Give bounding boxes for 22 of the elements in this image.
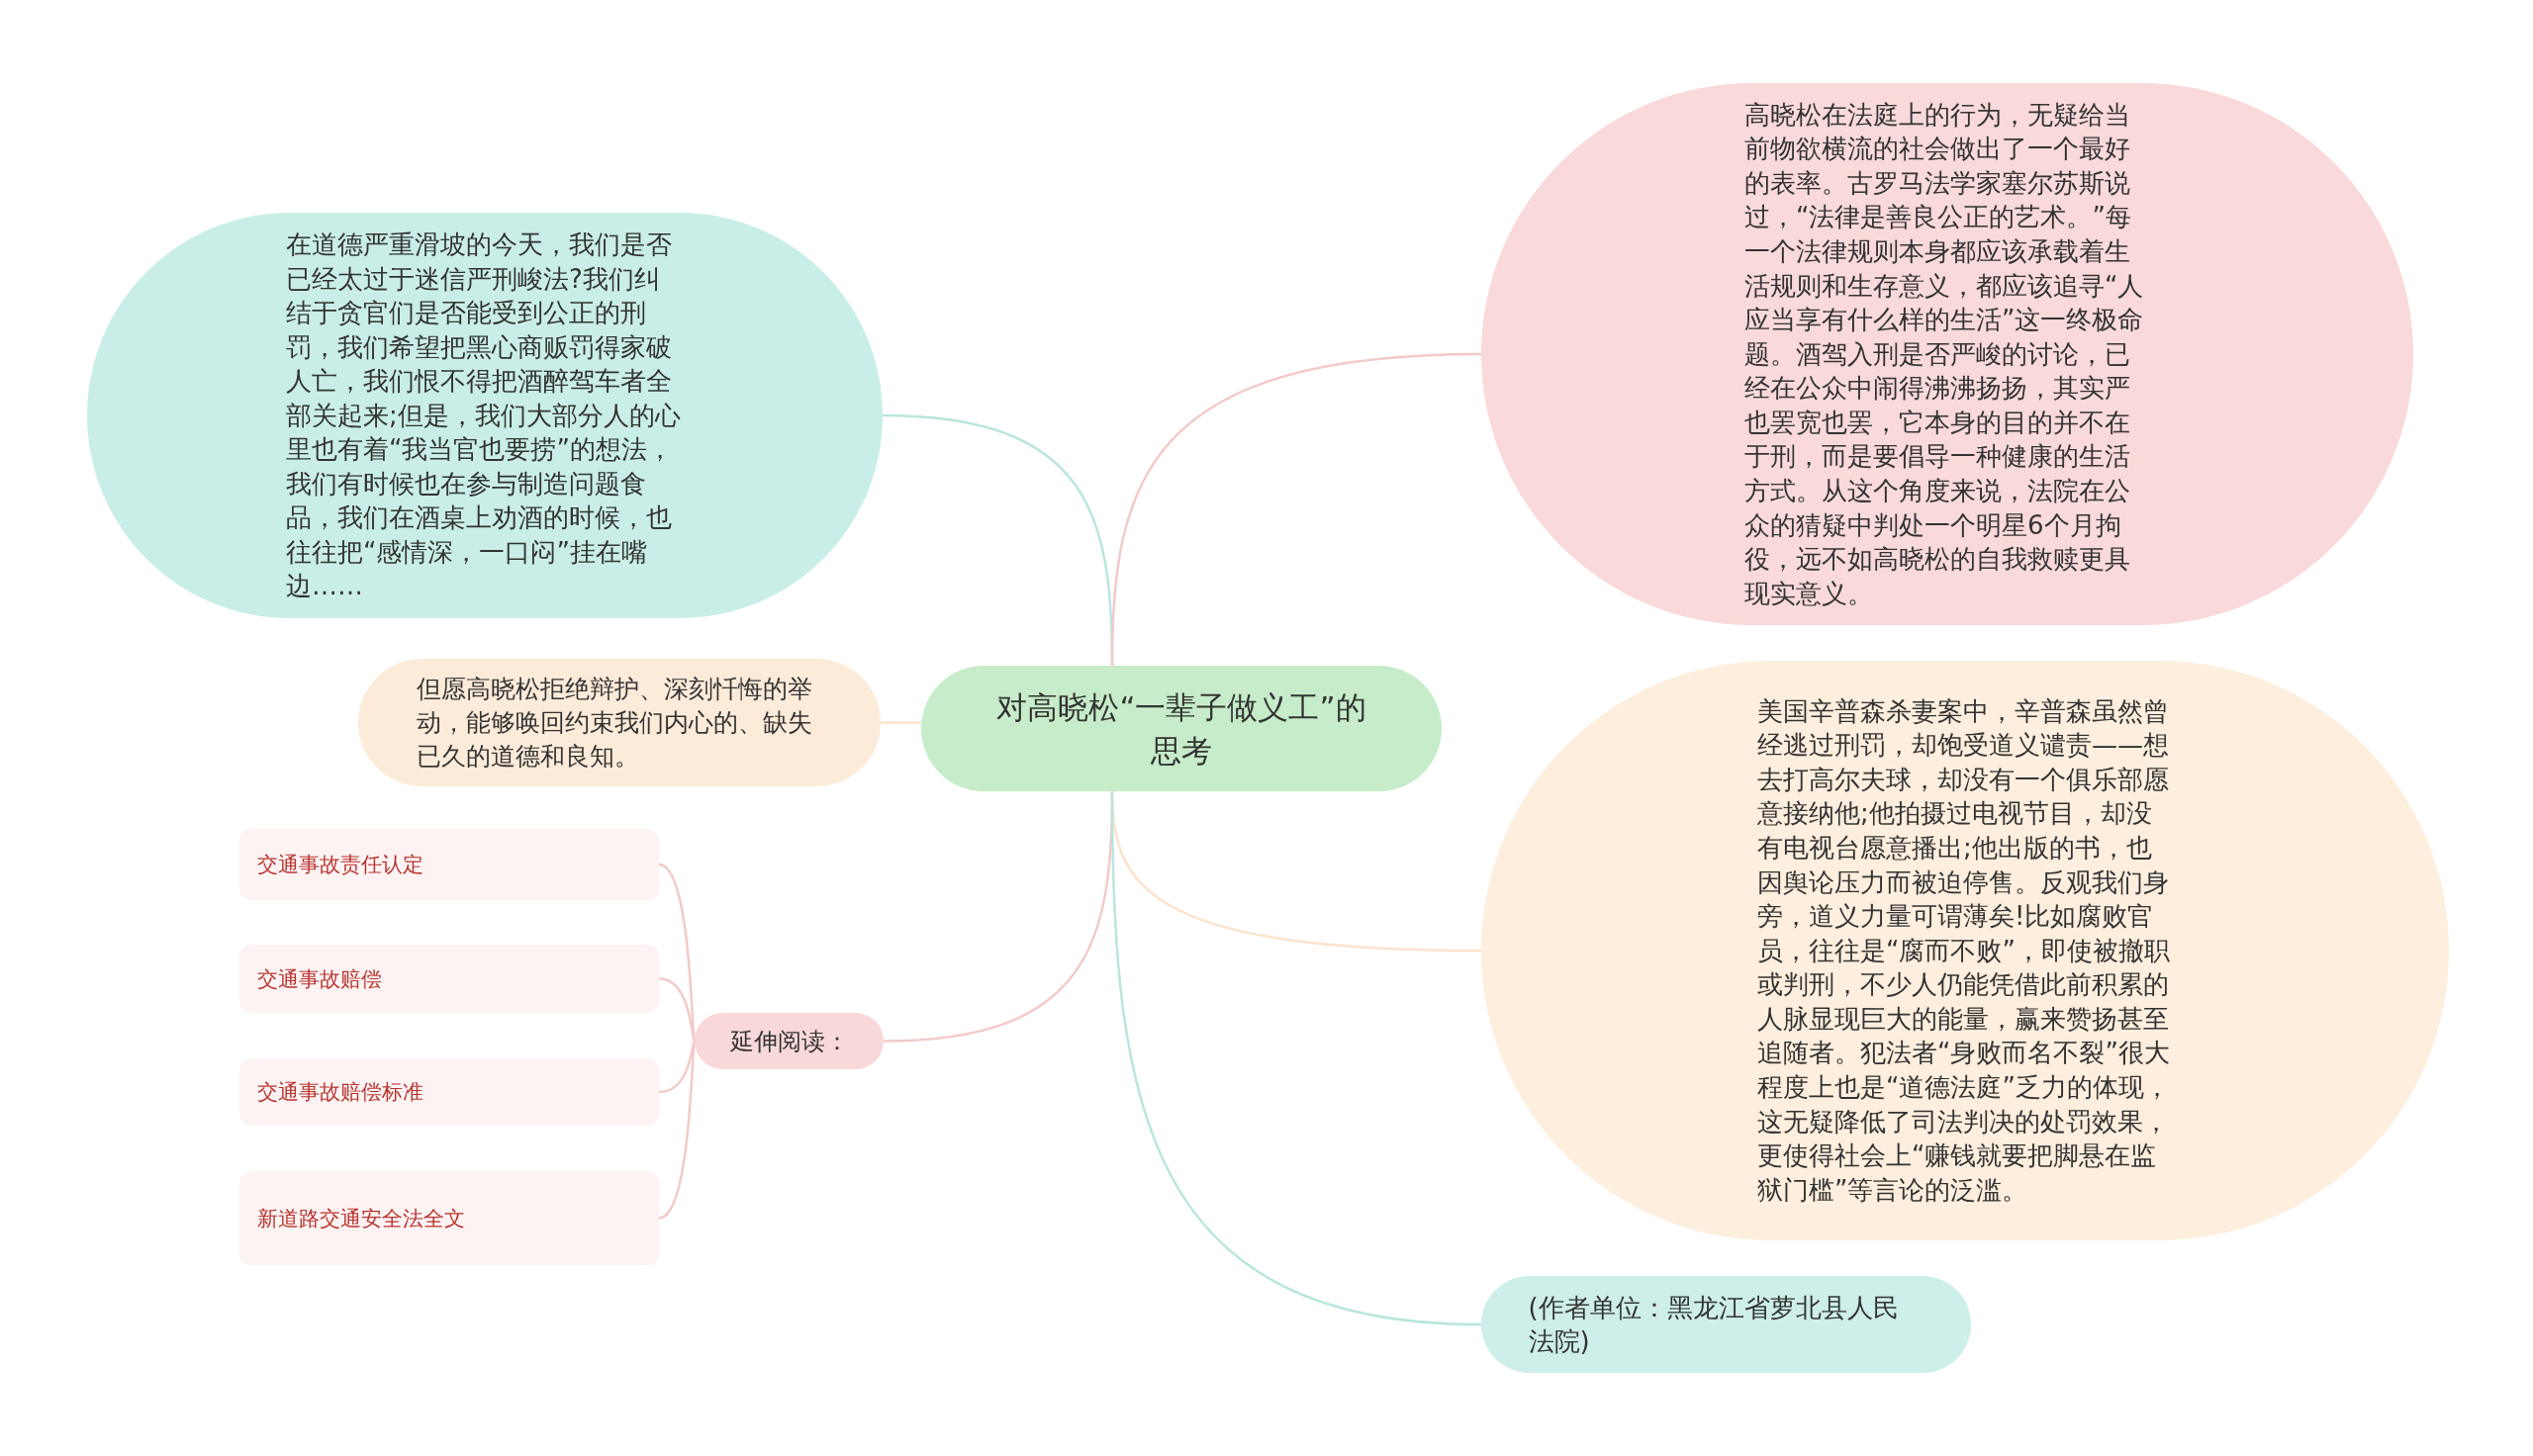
link-item bbox=[239, 1058, 659, 1126]
connector-line bbox=[1110, 791, 1482, 1326]
node-text: 高晓松在法庭上的行为，无疑给当前物欲横流的社会做出了一个最好的表率。古罗马法学家塞尔苏斯说过，“法律是善良公正的艺术。”每一个法律规则本身都应该承载着生活规则和生存意义，都应该追寻“人应当享有什么样的生活”这一终极命题。酒驾入刑是否严峻的讨论，已经在公众中闹得沸沸扬扬，其实严也罢宽也罢，它本身的目的并不在于刑，而是要倡导一种健康的生活方式。从这个角度来说，法院在公众的猜疑中判处一个明星6个月拘役，远不如高晓松的自我救赎更具现实意义。 bbox=[1744, 98, 2145, 610]
connector-line bbox=[658, 1041, 697, 1094]
node-text: 但愿高晓松拒绝辩护、深刻忏悔的举动，能够唤回约束我们内心的、缺失已久的道德和良知。 bbox=[417, 673, 813, 773]
link-item bbox=[239, 1171, 659, 1265]
link-text: 交通事故赔偿 bbox=[257, 965, 383, 993]
link-text: 交通事故责任认定 bbox=[257, 852, 424, 878]
node-text: 对高晓松“一辈子做义工”的思考 bbox=[995, 687, 1367, 771]
node-text: 延伸阅读： bbox=[728, 1026, 850, 1056]
link-item bbox=[239, 945, 659, 1013]
link-item bbox=[239, 829, 659, 900]
node-text: 在道德严重滑坡的今天，我们是否已经太过于迷信严刑峻法?我们纠结于贪官们是否能受到公正的刑罚，我们希望把黑心商贩罚得家破人亡，我们恨不得把酒醉驾车者全部关起来;但是，我们大部分人的心里也有着“我当官也要捞”的想法，我们有时候也在参与制造问题食品，我们在酒桌上劝酒的时候，也往往把“感情深，一口闷”挂在嘴边…… bbox=[286, 228, 682, 603]
connector-line bbox=[1110, 352, 1482, 667]
connector-line bbox=[658, 1041, 697, 1220]
topic-pill bbox=[695, 1013, 884, 1069]
node-text: 美国辛普森杀妻案中，辛普森虽然曾经逃过刑罚，却饱受道义谴责——想去打高尔夫球，却没有一个俱乐部愿意接纳他;他拍摄过电视节目，却没有电视台愿意播出;他出版的书，也因舆论压力而被迫停售。反观我们身旁，道义力量可谓薄矣!比如腐败官员，往往是“腐而不败”，即使被撤职或判刑，不少人仍能凭借此前积累的人脉显现巨大的能量，赢来赞扬甚至追随者。犯法者“身败而名不裂”很大程度上也是“道德法庭”乏力的体现，这无疑降低了司法判决的处罚效果，更使得社会上“赚钱就要把脚悬在监狱门槛”等言论的泛滥。 bbox=[1757, 694, 2171, 1207]
node-text: (作者单位：黑龙江省萝北县人民法院) bbox=[1528, 1292, 1900, 1358]
connector-line bbox=[658, 977, 697, 1042]
link-text: 交通事故赔偿标准 bbox=[257, 1079, 424, 1106]
connector-line bbox=[881, 721, 921, 724]
link-text: 新道路交通安全法全文 bbox=[257, 1205, 466, 1232]
